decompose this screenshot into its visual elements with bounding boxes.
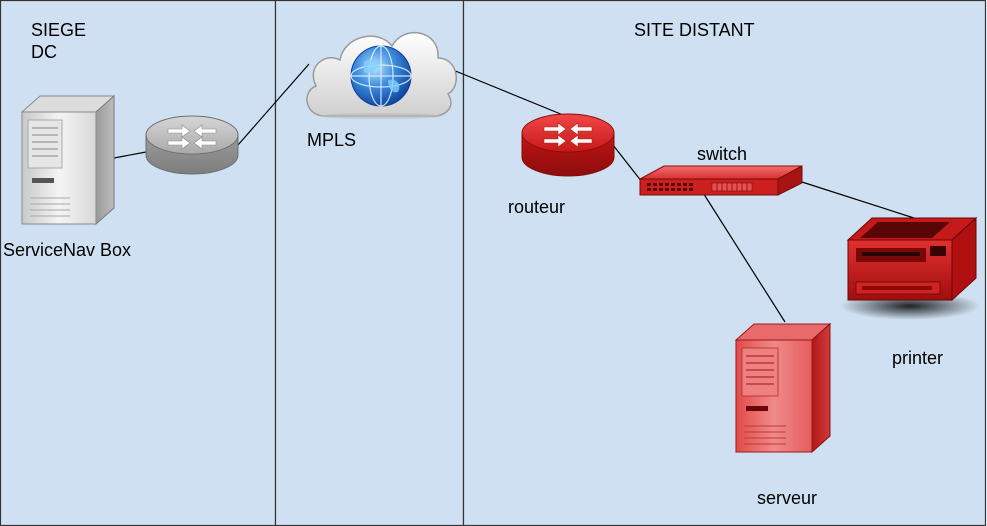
switch-label: switch — [697, 144, 747, 164]
router-icon — [521, 113, 615, 177]
link-switch-remoteserver — [699, 187, 786, 323]
zone-hq-title-line2: DC — [31, 42, 57, 62]
cloud-label: MPLS — [307, 130, 356, 150]
server-tower-icon — [734, 322, 832, 454]
remote-router-label: routeur — [508, 197, 565, 217]
link-switch-printer — [801, 181, 915, 219]
server-tower-icon — [20, 94, 116, 226]
zone-remote-title: SITE DISTANT — [634, 20, 755, 40]
cloud-globe-icon — [306, 31, 457, 119]
link-hqserver-hqrouter — [113, 151, 147, 159]
printer-icon — [840, 216, 980, 320]
network-switch-icon — [639, 165, 803, 196]
zone-hq-title-line1: SIEGE — [31, 20, 86, 40]
links — [113, 63, 915, 323]
zone-hq — [0, 0, 277, 526]
link-cloud-remoterouter — [452, 69, 569, 118]
link-remoterouter-switch — [612, 144, 643, 183]
printer-label: printer — [892, 348, 943, 368]
link-hqrouter-cloud — [237, 63, 310, 146]
hq-server-label: ServiceNav Box — [3, 240, 131, 260]
router-icon — [145, 115, 239, 175]
remote-server-label: serveur — [757, 488, 817, 508]
